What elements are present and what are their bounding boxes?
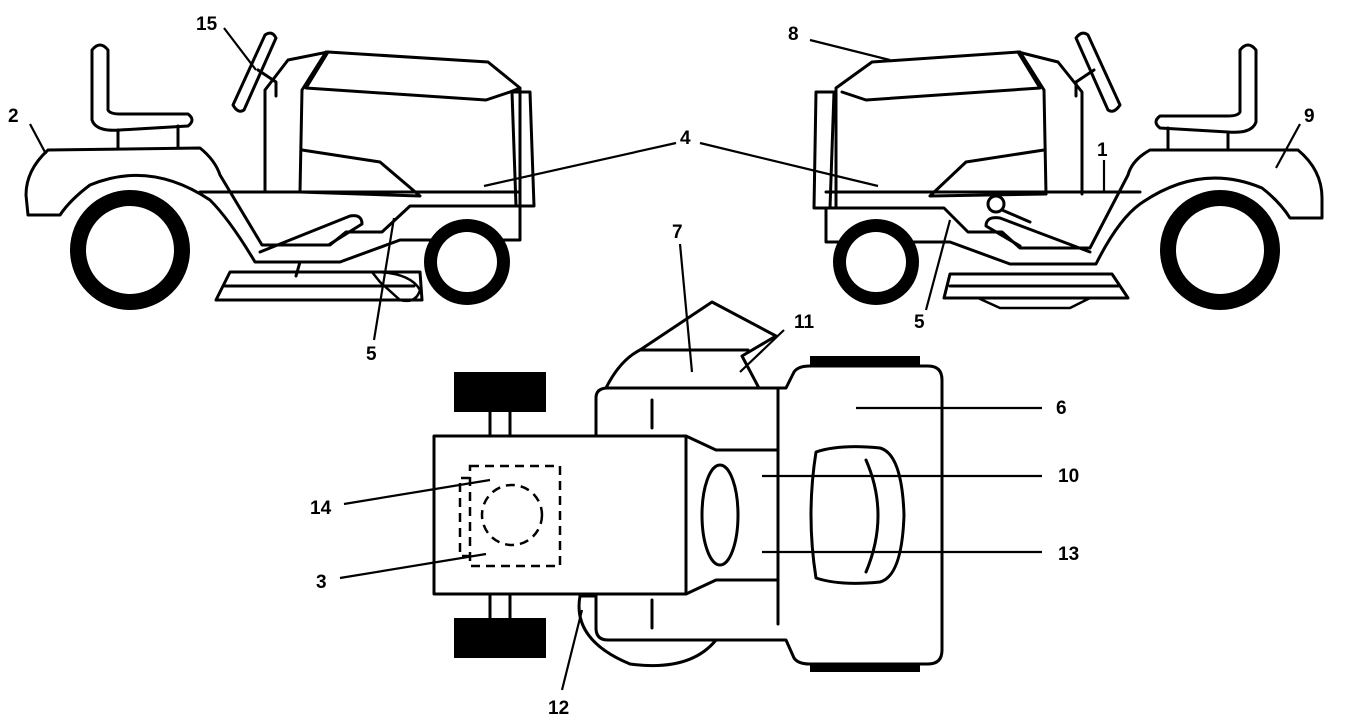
left-side-view [24, 31, 536, 310]
callout-7: 7 [672, 222, 683, 243]
left-hood-top [298, 50, 522, 194]
right-hood-top [840, 50, 1048, 196]
leader-lines [29, 27, 1301, 691]
left-deck-chute [369, 270, 422, 303]
callout-3: 3 [316, 572, 327, 593]
right-steering-wheel [1074, 31, 1122, 113]
callout-10: 10 [1058, 466, 1079, 487]
right-pedal [984, 216, 1092, 254]
right-grille [812, 90, 836, 210]
left-seat-post [116, 124, 180, 150]
callout-5a: 5 [366, 344, 377, 365]
right-seat-post [1166, 126, 1230, 152]
right-hood-panel [928, 148, 1048, 198]
right-lift-knob [986, 194, 1006, 214]
top-rear-body [432, 434, 780, 596]
callout-5b: 5 [914, 312, 925, 333]
callout-13: 13 [1058, 544, 1079, 565]
callout-labels: 1 2 3 4 5 5 6 7 8 9 10 11 12 13 14 15 [8, 14, 1315, 719]
callout-6: 6 [1056, 398, 1067, 419]
callout-1: 1 [1097, 140, 1108, 161]
left-grille [510, 90, 536, 208]
callout-11: 11 [794, 312, 815, 333]
top-steering-wheel [809, 445, 906, 585]
left-rear-fender [24, 146, 522, 264]
left-pedal [258, 214, 364, 254]
right-seat-back [1154, 43, 1258, 134]
callout-12: 12 [548, 698, 569, 719]
left-hood [263, 50, 522, 208]
callout-4: 4 [680, 128, 691, 149]
callout-15: 15 [196, 14, 218, 35]
left-steering-wheel [231, 31, 278, 113]
callout-9: 9 [1304, 106, 1315, 127]
left-hood-panel [298, 148, 422, 198]
callout-14: 14 [310, 498, 332, 519]
left-mower-deck [214, 270, 424, 302]
top-discharge-chute [604, 300, 778, 392]
top-seat-outline [468, 464, 562, 568]
right-side-view [812, 31, 1324, 310]
right-deck-chute [977, 296, 1091, 310]
top-steering-hub [700, 463, 740, 567]
top-rear-tire-upper [454, 372, 546, 412]
right-mower-deck [942, 272, 1130, 300]
callout-2: 2 [8, 106, 19, 127]
top-seat-circle [480, 483, 544, 547]
left-seat-back [90, 43, 194, 132]
top-rear-tire-lower [454, 618, 546, 658]
callout-8: 8 [788, 24, 799, 45]
right-rear-fender [824, 148, 1324, 266]
top-view [432, 300, 944, 672]
